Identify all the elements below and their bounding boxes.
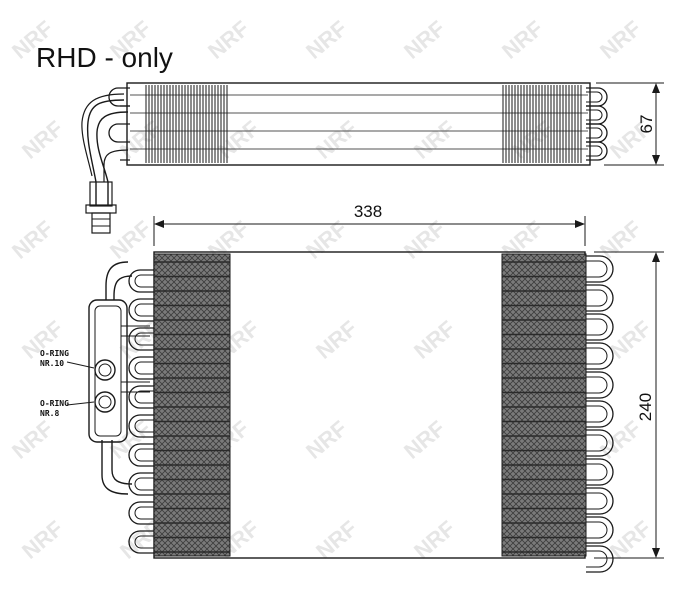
top-right-bends bbox=[586, 87, 608, 161]
front-fin-block-left bbox=[153, 253, 231, 557]
watermark-mark: NRF bbox=[399, 216, 450, 264]
hairpin-bend bbox=[128, 385, 154, 409]
top-view: 67 bbox=[81, 82, 664, 234]
oring-1-line1: O-RING bbox=[40, 349, 69, 358]
hairpin-bend-inner bbox=[586, 260, 608, 278]
watermark-mark: NRF bbox=[399, 16, 450, 64]
hairpin-bend bbox=[128, 472, 154, 496]
dimension-height-front: 240 bbox=[594, 251, 664, 559]
hairpin-bend bbox=[586, 545, 614, 573]
oring-label-2: O-RING NR.8 bbox=[40, 399, 69, 418]
hairpin-bend-inner bbox=[134, 303, 154, 317]
dimension-width: 338 bbox=[153, 202, 586, 246]
hairpin-bend bbox=[128, 443, 154, 467]
hairpin-bend-inner bbox=[134, 448, 154, 462]
hairpin-bend bbox=[586, 458, 614, 486]
hairpin-bend-inner bbox=[586, 550, 608, 568]
watermark-mark: NRF bbox=[17, 516, 68, 564]
hairpin-bend bbox=[128, 298, 154, 322]
watermark-mark: NRF bbox=[301, 16, 352, 64]
hairpin-bend bbox=[128, 327, 154, 351]
oring-8-port bbox=[94, 391, 116, 413]
hairpin-bend-inner bbox=[586, 376, 608, 394]
watermark-mark: NRF bbox=[301, 216, 352, 264]
watermark-mark: NRF bbox=[409, 316, 460, 364]
left-manifold bbox=[66, 261, 150, 495]
hairpin-bend bbox=[586, 342, 614, 370]
hairpin-bend bbox=[128, 414, 154, 438]
hairpin-bend bbox=[128, 530, 154, 554]
watermark-mark: NRF bbox=[595, 416, 646, 464]
oring-2-line2: NR.8 bbox=[40, 409, 59, 418]
hairpin-bend-inner bbox=[586, 434, 608, 452]
watermark-mark: NRF bbox=[105, 416, 156, 464]
front-view: O-RING NR.10 O-RING NR.8 240 bbox=[40, 251, 664, 573]
oring-10-port bbox=[94, 359, 116, 381]
hairpin-bend bbox=[128, 501, 154, 525]
dimension-338-label: 338 bbox=[354, 202, 382, 221]
hairpin-bend-inner bbox=[134, 535, 154, 549]
hairpin-bend bbox=[586, 313, 614, 341]
hairpin-bend-inner bbox=[134, 390, 154, 404]
watermark-mark: NRF bbox=[7, 416, 58, 464]
top-fin-block-right bbox=[502, 85, 582, 163]
hairpin-bend-inner bbox=[134, 274, 154, 288]
watermark-mark: NRF bbox=[399, 416, 450, 464]
front-fin-block-right bbox=[501, 253, 587, 557]
front-tube-lines bbox=[154, 261, 586, 553]
hairpin-bend bbox=[586, 516, 614, 544]
watermark-mark: NRF bbox=[409, 516, 460, 564]
hairpin-bend-inner bbox=[586, 347, 608, 365]
hairpin-bend bbox=[586, 371, 614, 399]
hairpin-bend bbox=[128, 356, 154, 380]
watermark-mark: NRF bbox=[301, 416, 352, 464]
hairpin-bend bbox=[586, 429, 614, 457]
hairpin-bend-inner bbox=[134, 477, 154, 491]
oring-2-line1: O-RING bbox=[40, 399, 69, 408]
hairpin-bend bbox=[586, 255, 614, 283]
watermark-mark: NRF bbox=[311, 316, 362, 364]
watermark-mark: NRF bbox=[17, 116, 68, 164]
hairpin-bend-inner bbox=[586, 492, 608, 510]
watermark-mark: NRF bbox=[595, 16, 646, 64]
dimension-67-label: 67 bbox=[637, 115, 656, 134]
hairpin-bend-inner bbox=[134, 332, 154, 346]
dimension-height-top: 67 bbox=[596, 82, 664, 166]
hairpin-bend-inner bbox=[134, 419, 154, 433]
hairpin-bend-inner bbox=[134, 361, 154, 375]
oring-label-1: O-RING NR.10 bbox=[40, 349, 69, 368]
hairpin-bend bbox=[586, 400, 614, 428]
watermark-mark: NRF bbox=[203, 16, 254, 64]
front-right-bends bbox=[586, 255, 614, 573]
watermark-mark: NRF bbox=[409, 116, 460, 164]
hairpin-bend-inner bbox=[586, 318, 608, 336]
watermark-mark: NRF bbox=[7, 216, 58, 264]
drawing-title: RHD - only bbox=[36, 42, 173, 73]
hairpin-bend bbox=[586, 284, 614, 312]
watermark-mark: NRF bbox=[105, 216, 156, 264]
top-left-pipes bbox=[81, 87, 130, 234]
oring-1-line2: NR.10 bbox=[40, 359, 64, 368]
dimension-240-label: 240 bbox=[636, 393, 655, 421]
hairpin-bend-inner bbox=[586, 289, 608, 307]
watermark-mark: NRF bbox=[311, 116, 362, 164]
hairpin-bend-inner bbox=[586, 405, 608, 423]
hairpin-bend bbox=[586, 487, 614, 515]
hairpin-bend bbox=[128, 269, 154, 293]
hairpin-bend-inner bbox=[134, 506, 154, 520]
watermark-mark: NRF bbox=[311, 516, 362, 564]
hairpin-bend-inner bbox=[586, 463, 608, 481]
hairpin-bend-inner bbox=[586, 521, 608, 539]
watermark-mark: NRF bbox=[497, 16, 548, 64]
top-fin-block-left bbox=[145, 85, 228, 163]
front-left-bends bbox=[128, 269, 154, 554]
